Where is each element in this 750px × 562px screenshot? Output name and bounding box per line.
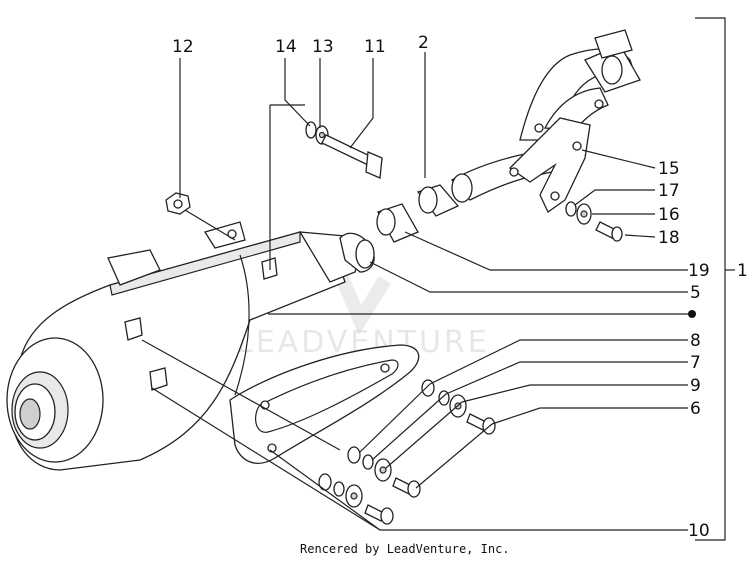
rendered-by-credit: Rencered by LeadVenture, Inc.: [300, 542, 510, 556]
watermark: LEADVENTURE: [236, 247, 487, 360]
callout-9: 9: [690, 376, 701, 396]
callout-13: 13: [312, 37, 334, 57]
callout-16: 16: [658, 205, 680, 225]
callout-19: 19: [688, 261, 710, 281]
callout-14: 14: [275, 37, 297, 57]
callout-18: 18: [658, 228, 680, 248]
callout-2: 2: [418, 33, 429, 53]
callout-6: 6: [690, 399, 701, 419]
callout-1: 1: [737, 261, 748, 281]
callout-15: 15: [658, 159, 680, 179]
callout-10: 10: [688, 521, 710, 541]
exhaust-pipe: [339, 29, 641, 273]
callout-5: 5: [690, 283, 701, 303]
callout-8: 8: [690, 331, 701, 351]
leader-lines: [141, 17, 735, 541]
callout-labels: 12 14 13 11 2 15 17 16 18 19 1 5 8 7 9 6…: [172, 33, 748, 541]
callout-17: 17: [658, 181, 680, 201]
callout-11: 11: [364, 37, 386, 57]
callout-12: 12: [172, 37, 194, 57]
heat-shield: [229, 344, 420, 464]
hardware: [165, 121, 623, 525]
muffler: [6, 221, 361, 471]
callout-7: 7: [690, 353, 701, 373]
